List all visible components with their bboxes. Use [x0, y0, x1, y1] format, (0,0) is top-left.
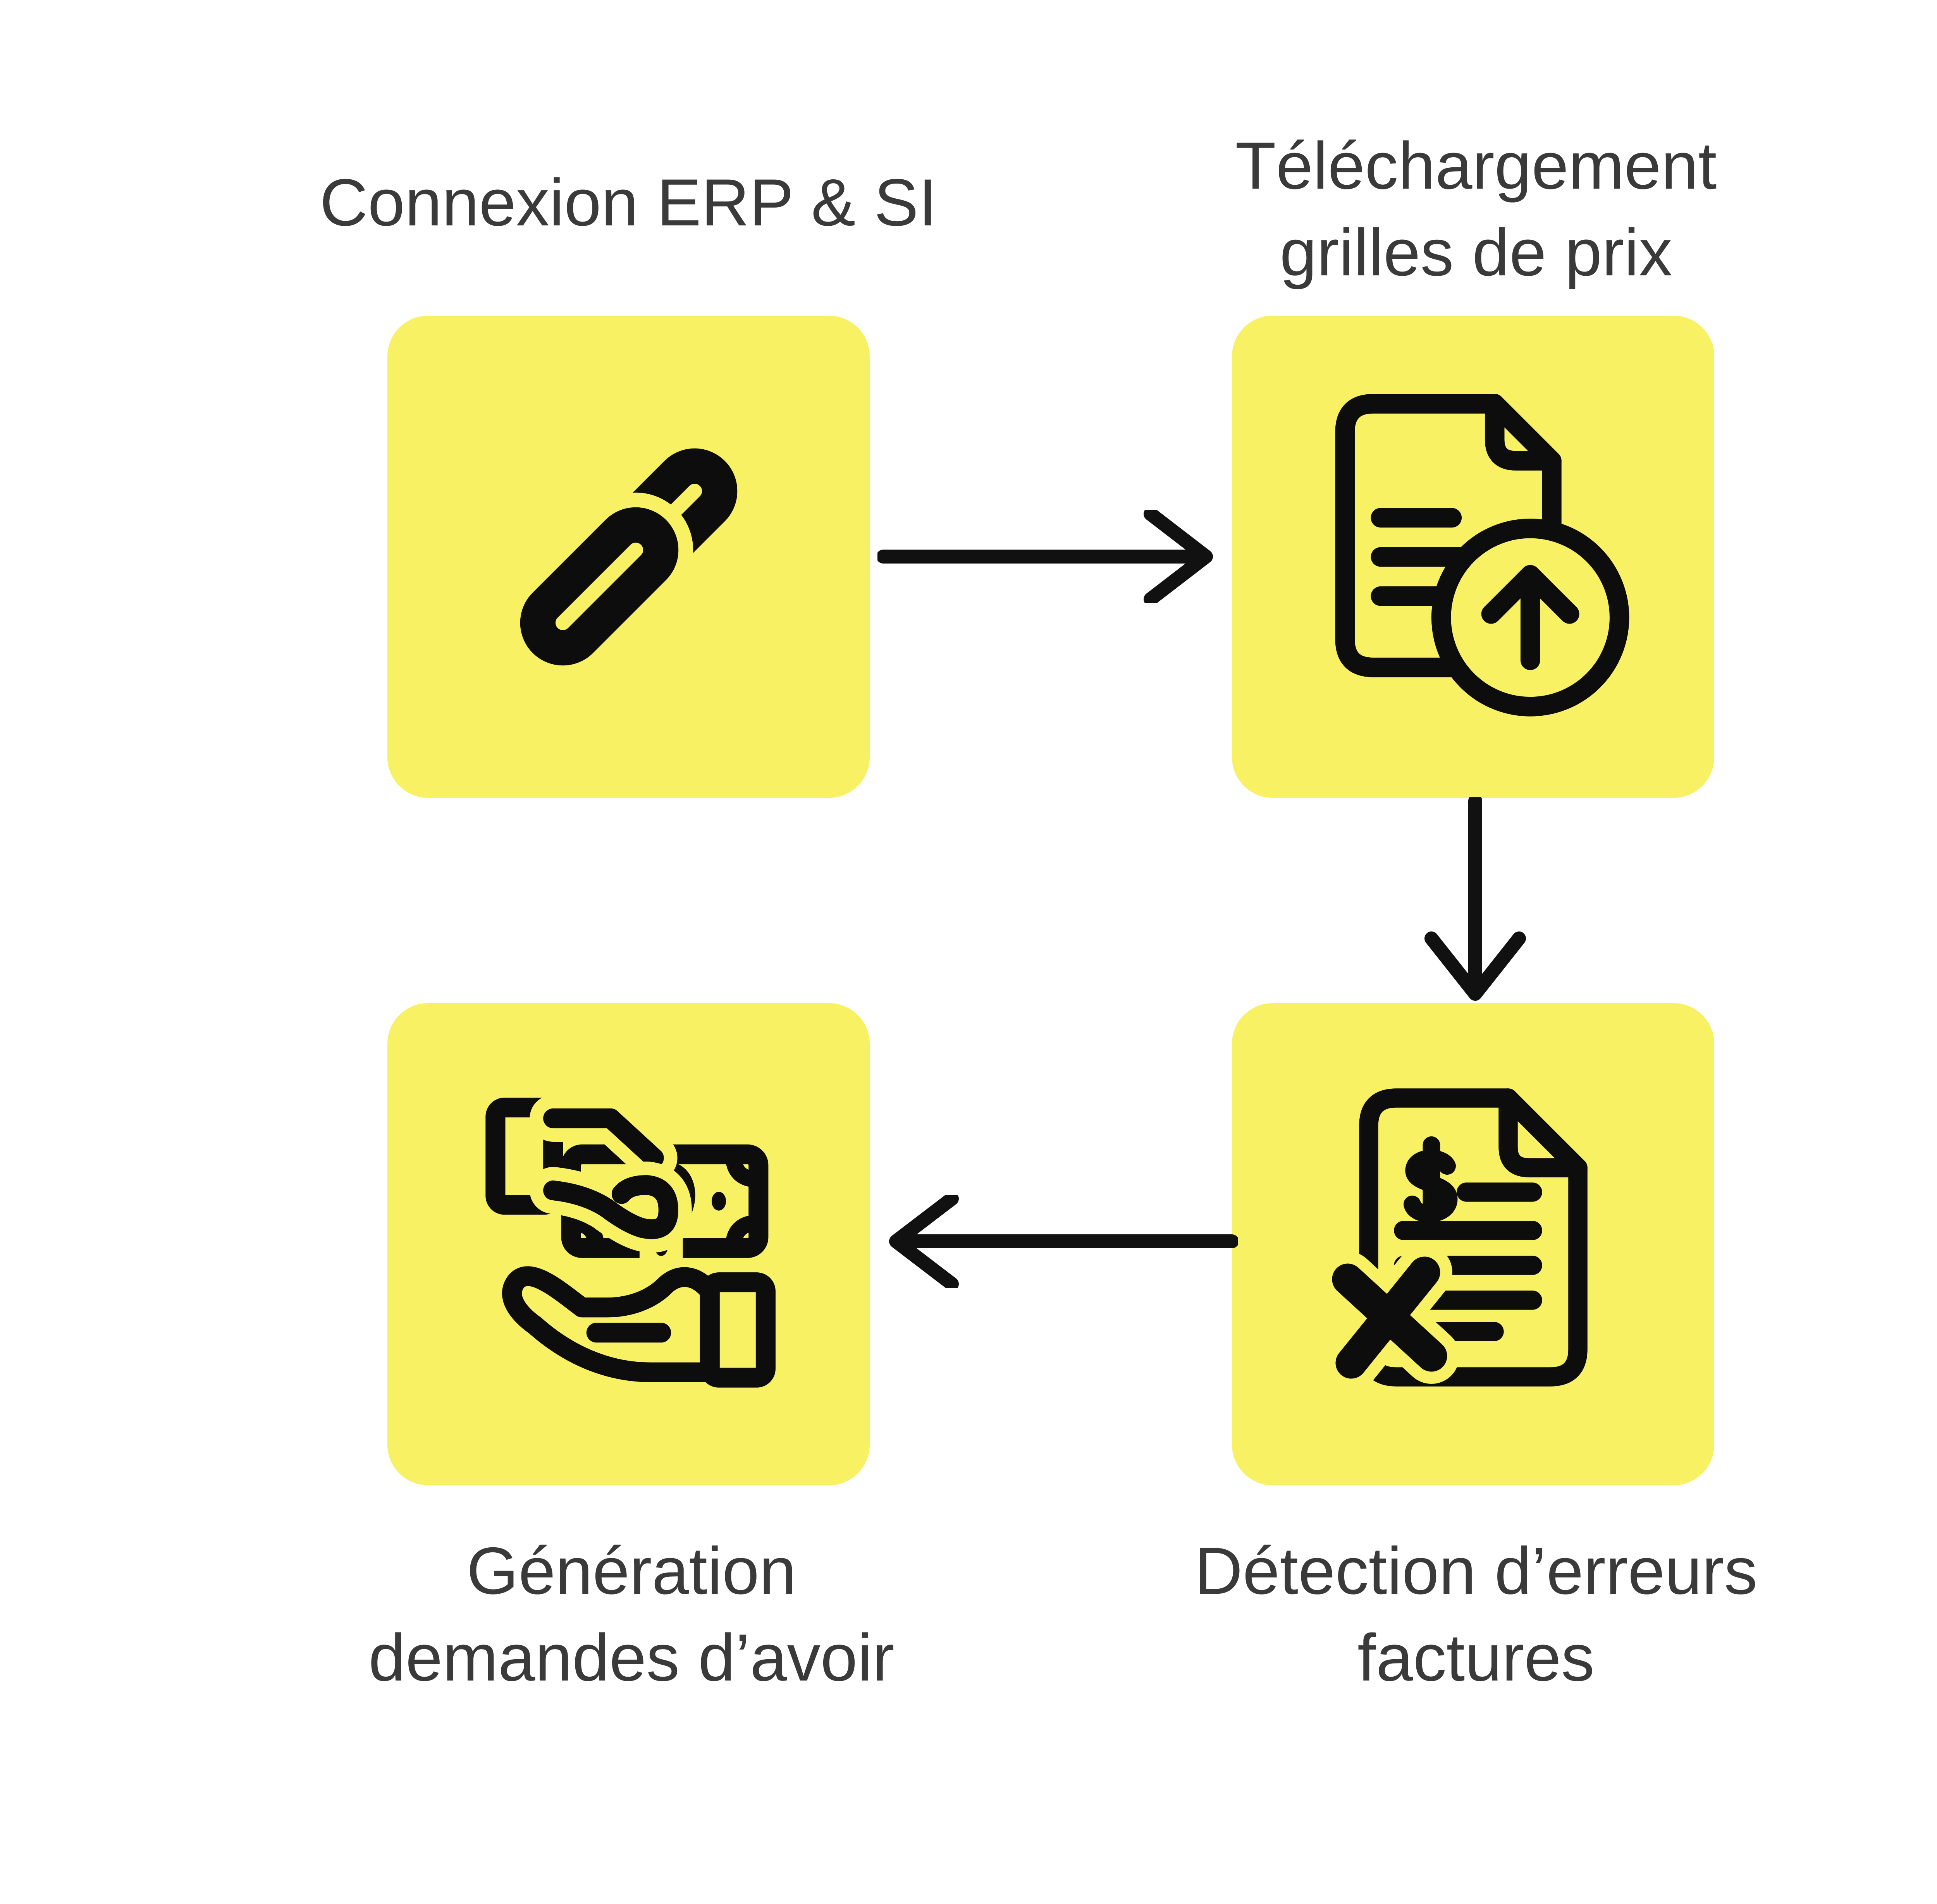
node-generation-avoirs — [387, 1003, 870, 1485]
node-telechargement-grilles — [1232, 316, 1714, 798]
node-label-detection: Détection d’erreurs factures — [1194, 1528, 1757, 1701]
label-line: factures — [1357, 1620, 1595, 1695]
invoice-error-icon — [1319, 1088, 1588, 1391]
label-line: demandes d’avoir — [368, 1620, 895, 1695]
node-connexion-erp-si — [387, 316, 870, 798]
arrow-left-detection-to-generation — [889, 1195, 1238, 1288]
label-line: Connexion ERP & SI — [320, 165, 937, 240]
file-upload-icon — [1335, 394, 1629, 717]
label-line: Détection d’erreurs — [1194, 1534, 1758, 1608]
label-line: Téléchargement — [1235, 129, 1717, 203]
hand-cash-icon — [485, 1095, 776, 1388]
label-line: Génération — [466, 1534, 796, 1608]
arrow-right-connexion-to-telechargement — [877, 510, 1213, 603]
label-line: grilles de prix — [1280, 215, 1672, 290]
node-label-generation: Génération demandes d’avoir — [368, 1528, 895, 1701]
link-icon — [505, 448, 737, 680]
node-label-connexion: Connexion ERP & SI — [320, 159, 937, 246]
arrow-down-telechargement-to-detection — [1424, 797, 1526, 1001]
node-label-telechargement: Téléchargement grilles de prix — [1235, 122, 1717, 296]
node-detection-erreurs — [1232, 1003, 1714, 1485]
